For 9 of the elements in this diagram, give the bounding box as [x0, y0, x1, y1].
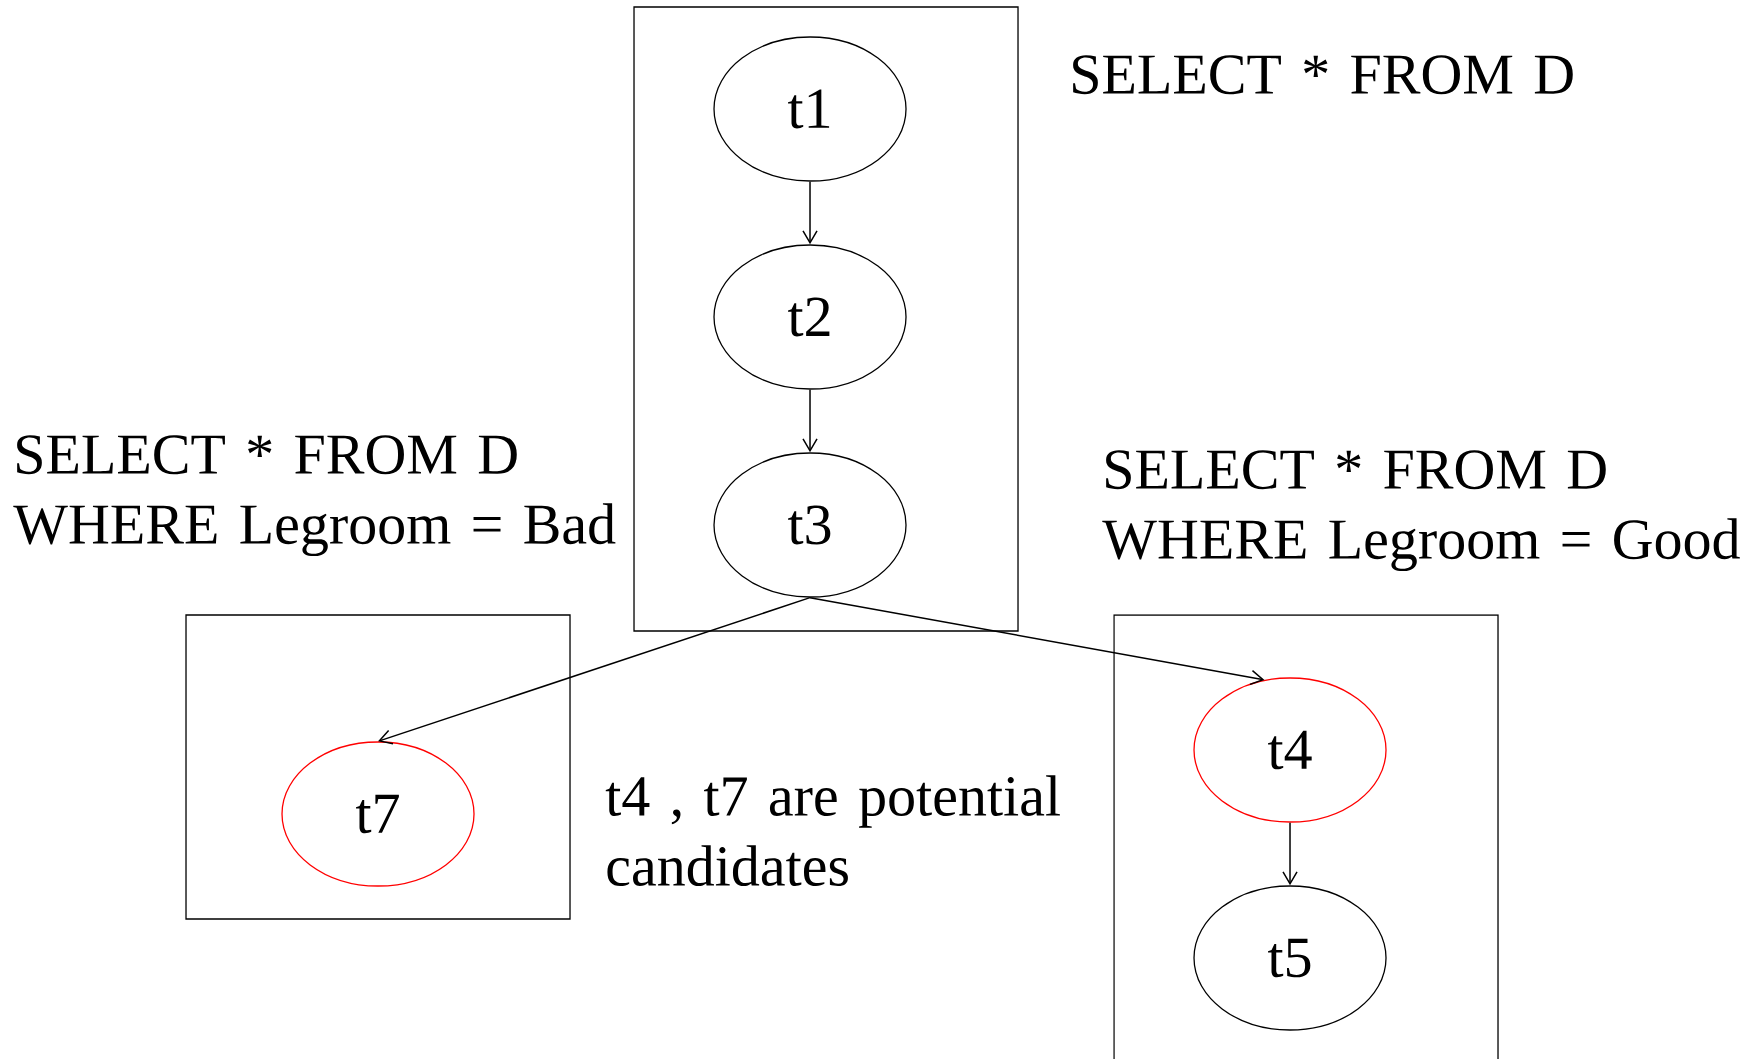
note-text: t4 , t7 are potential candidates	[605, 775, 1060, 886]
arrow	[1282, 821, 1298, 886]
query-heading: SELECT * FROM D WHERE Legroom = Good	[1102, 450, 1740, 572]
arrow	[809, 596, 1265, 686]
arrow	[378, 596, 811, 745]
arrow	[802, 388, 818, 453]
query-heading: SELECT * FROM D WHERE Legroom = Bad	[13, 435, 616, 557]
arrow	[802, 180, 818, 245]
query-heading: SELECT * FROM D	[1073, 55, 1573, 95]
